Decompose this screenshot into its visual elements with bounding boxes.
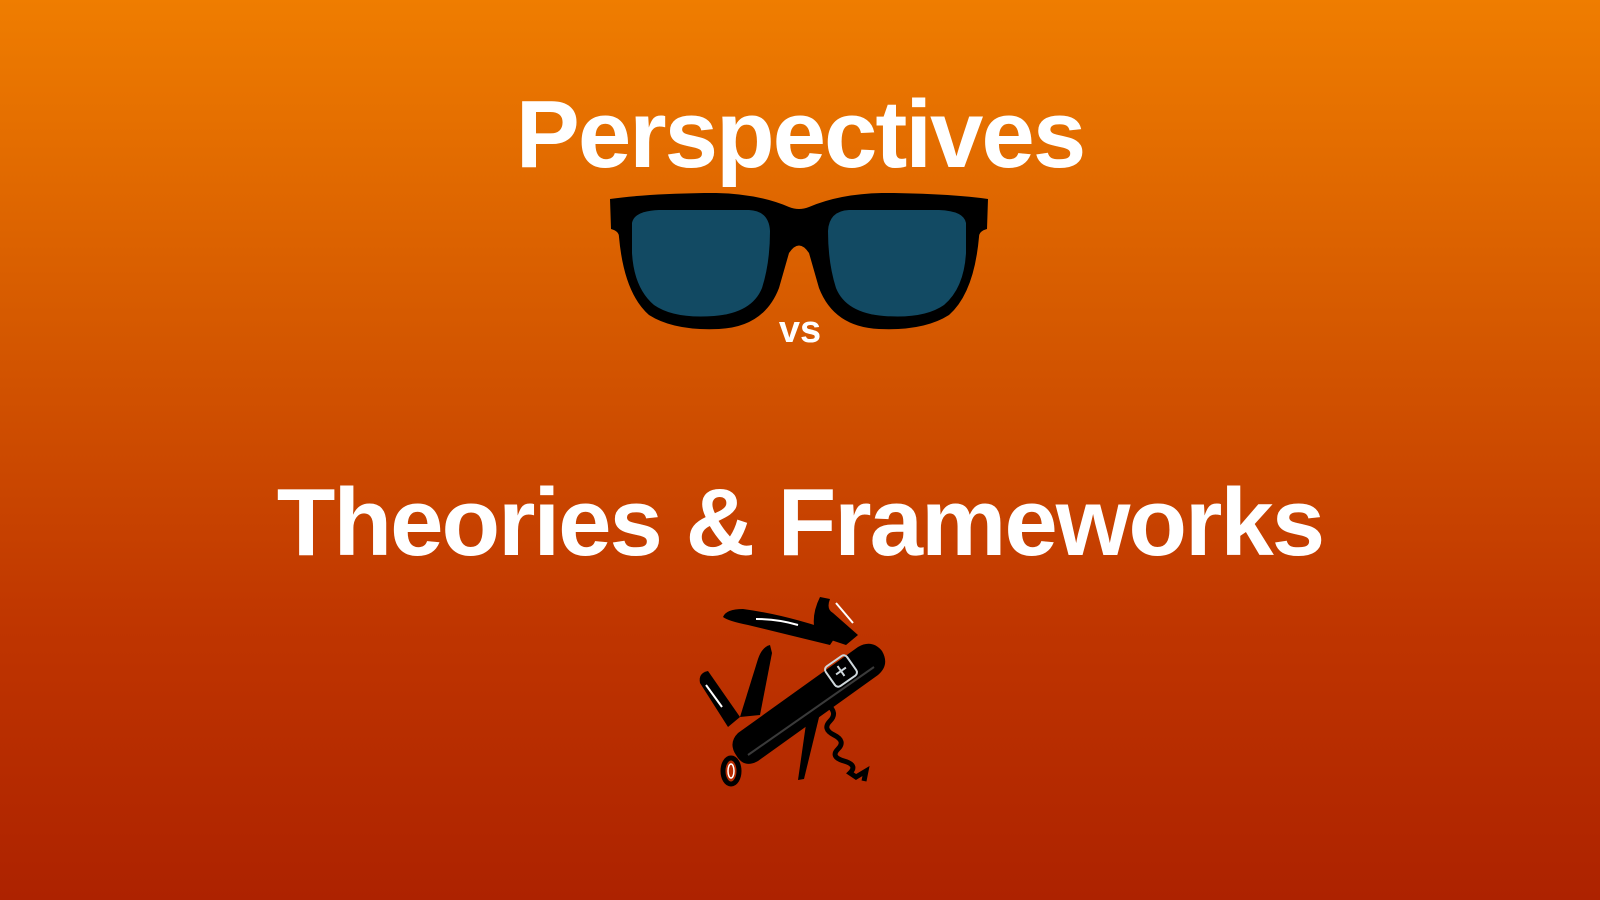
swiss-army-knife-icon [699, 597, 886, 787]
perspectives-title: Perspectives [515, 81, 1086, 188]
sunglasses-icon [610, 193, 988, 330]
theories-frameworks-title: Theories & Frameworks [276, 469, 1325, 576]
vs-label: vs [778, 309, 822, 351]
